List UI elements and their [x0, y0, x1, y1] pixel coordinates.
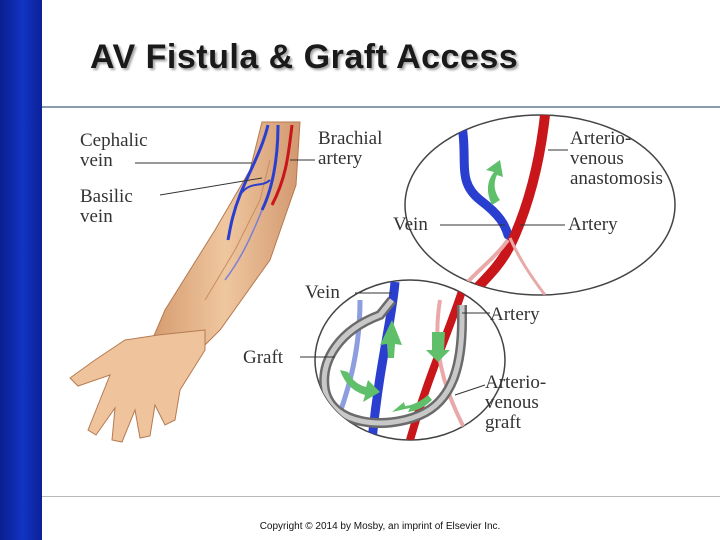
fistula-inset [404, 114, 676, 296]
label-basilic-line2: vein [80, 206, 113, 227]
avgraft-leader [454, 384, 486, 396]
label-cephalic-line1: Cephalic [80, 130, 148, 151]
flow-arrow [486, 160, 503, 205]
forearm-vessels [224, 124, 294, 281]
label-cephalic-line2: vein [80, 150, 113, 171]
label-graft-vein: Vein [305, 282, 340, 303]
copyright-text: Copyright © 2014 by Mosby, an imprint of… [259, 521, 501, 532]
label-avgraft-line3: graft [485, 412, 522, 433]
copyright-notice: Copyright © 2014 by Mosby, an imprint of… [0, 521, 720, 532]
graft-arrow-1 [380, 320, 402, 358]
blue-sidebar [0, 0, 42, 540]
label-basilic-line1: Basilic [80, 186, 133, 207]
graft-inset [314, 279, 506, 441]
label-brachial-line2: artery [318, 148, 363, 169]
basilic-leader [159, 177, 263, 196]
label-brachial-line1: Brachial [318, 128, 382, 149]
slide-title: AV Fistula & Graft Access [90, 38, 519, 76]
label-fistula-artery: Artery [568, 214, 618, 235]
footer-divider [42, 496, 720, 497]
title-divider [42, 106, 720, 108]
graft-arrow-2 [426, 332, 450, 362]
forearm-illustration [69, 121, 301, 443]
label-graft-artery: Artery [490, 304, 540, 325]
label-avgraft-line2: venous [485, 392, 539, 413]
label-fistula-vein: Vein [393, 214, 428, 235]
graft-arrow-3 [340, 370, 380, 402]
label-avgraft-line1: Arterio- [485, 372, 546, 393]
label-anastomosis-line2: venous [570, 148, 624, 169]
label-anastomosis-line3: anastomosis [570, 168, 663, 189]
graft-arrow-4 [392, 395, 432, 412]
label-anastomosis-line1: Arterio- [570, 128, 631, 149]
label-graft: Graft [243, 347, 284, 368]
